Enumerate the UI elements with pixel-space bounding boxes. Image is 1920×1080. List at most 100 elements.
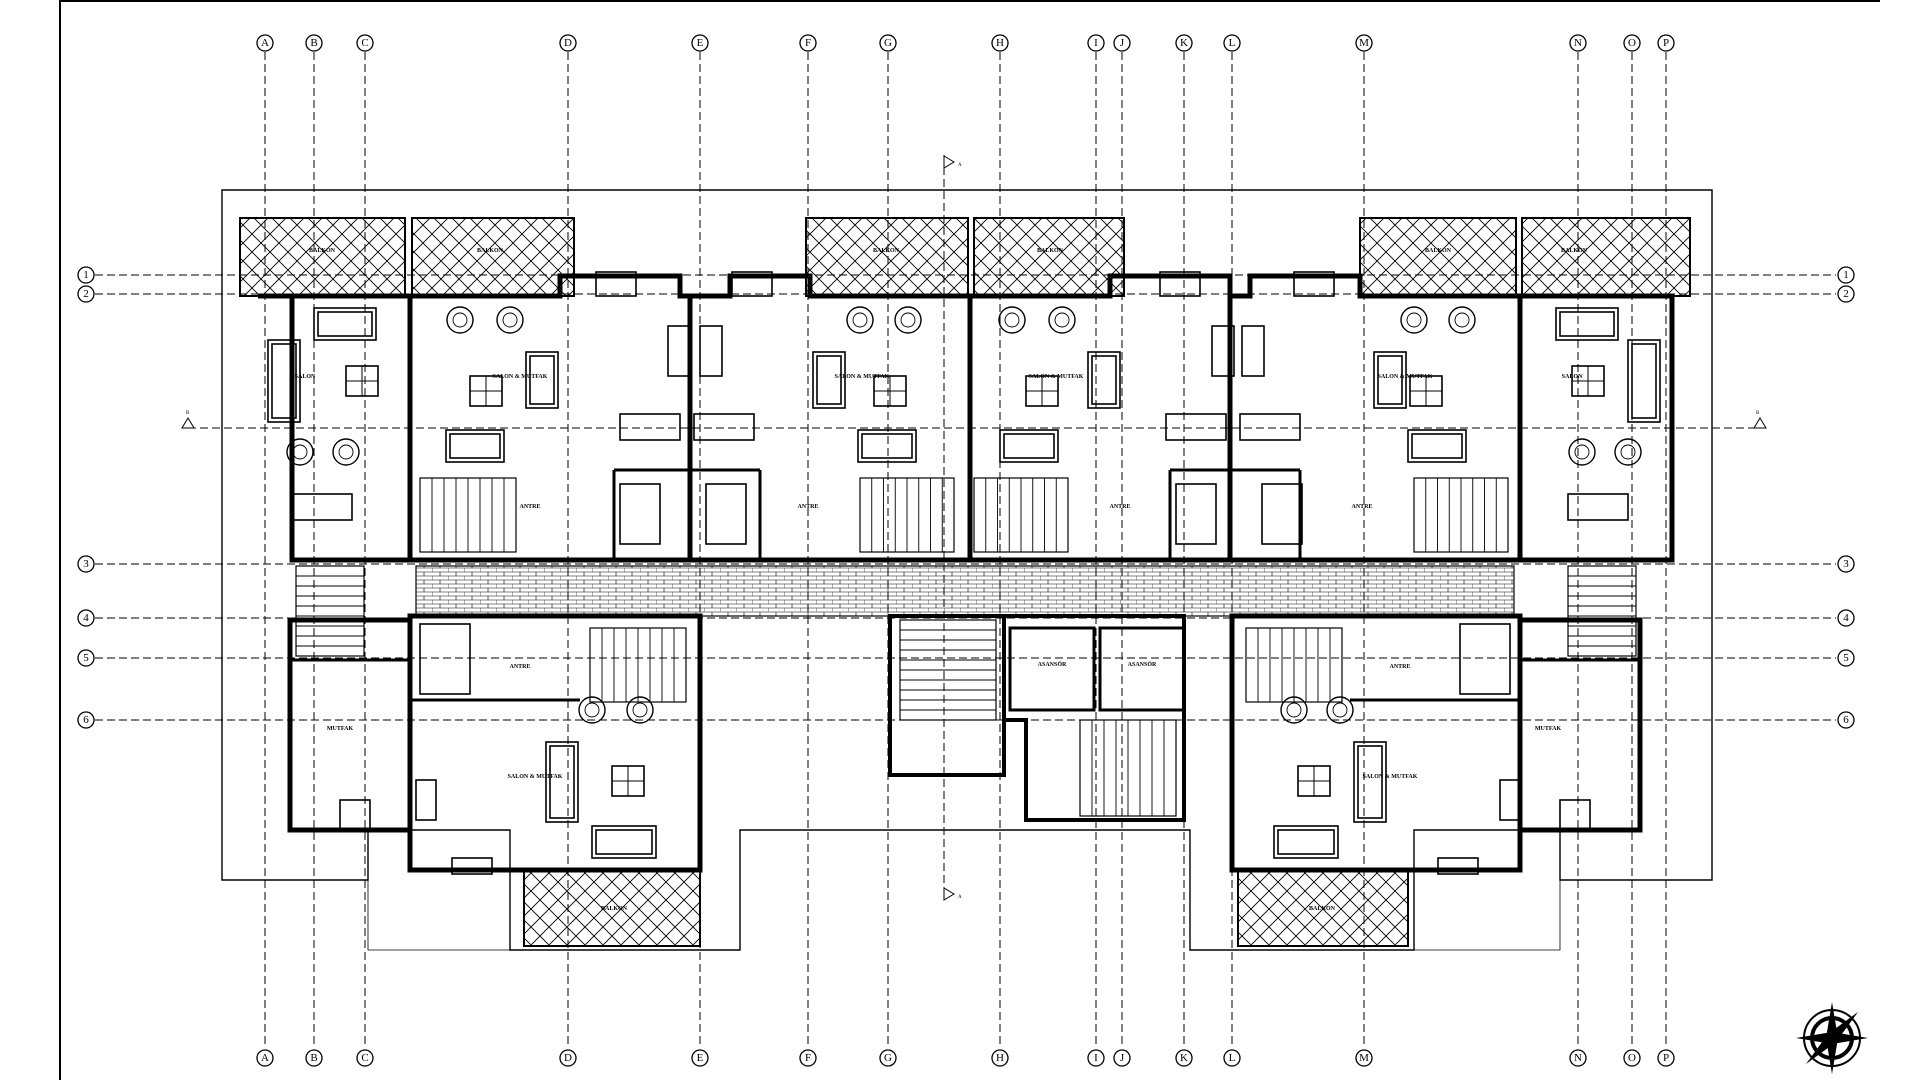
corridor (415, 565, 1515, 617)
grid-label-B: B (310, 37, 317, 49)
svg-text:SALON: SALON (1562, 374, 1583, 380)
balcony-top-1 (239, 217, 406, 297)
sheet-border (59, 0, 1880, 1080)
svg-text:BALKON: BALKON (1561, 248, 1588, 254)
svg-text:ANTRE: ANTRE (797, 504, 818, 510)
grid-bubble-K (1175, 1049, 1193, 1067)
grid-bubble-5 (1837, 649, 1855, 667)
sofa-cushion (1003, 433, 1055, 459)
grid-bubble-F (799, 1049, 817, 1067)
grid-label-J: J (1120, 37, 1125, 49)
grid-bubble-3 (1837, 555, 1855, 573)
sofa-cushion (861, 433, 913, 459)
grid-bubble-A (256, 1049, 274, 1067)
sofa (1555, 307, 1619, 341)
kitchen-counter (1159, 271, 1201, 297)
sofa-cushion (529, 355, 555, 405)
grid-label-G: G (884, 1052, 892, 1064)
svg-text:ANTRE: ANTRE (1351, 504, 1372, 510)
sofa-cushion (317, 311, 373, 337)
grid-bubble-6 (77, 711, 95, 729)
grid-bubble-B (305, 1049, 323, 1067)
armchair (1400, 306, 1428, 334)
grid-label-L: L (1229, 37, 1236, 49)
balcony-top-6 (1521, 217, 1691, 297)
armchair (578, 696, 606, 724)
svg-text:SALON & MUTFAK: SALON & MUTFAK (508, 774, 563, 780)
room-labels: SALON SALON & MUTFAK SALON & MUTFAK SALO… (295, 374, 1583, 780)
grid-bubble-B (305, 34, 323, 52)
grid-label-5: 5 (1843, 652, 1849, 664)
sofa-cushion (1631, 343, 1657, 419)
kitchen-counter (731, 271, 773, 297)
grid-bubble-H (991, 34, 1009, 52)
sofa (545, 741, 579, 823)
svg-text:BALKON: BALKON (1309, 906, 1336, 912)
armchair (1048, 306, 1076, 334)
section-markers: A A B B (181, 155, 1767, 901)
grid-label-P: P (1663, 1052, 1669, 1064)
svg-text:SALON & MUTFAK: SALON & MUTFAK (1363, 774, 1418, 780)
svg-text:SALON & MUTFAK: SALON & MUTFAK (1029, 374, 1084, 380)
svg-text:ANTRE: ANTRE (519, 504, 540, 510)
grid-label-I: I (1094, 1052, 1098, 1064)
grid-label-B: B (310, 1052, 317, 1064)
armchair (332, 438, 360, 466)
elevator-1 (1008, 626, 1096, 712)
grid-bubble-1 (77, 266, 95, 284)
grid-bubble-E (691, 1049, 709, 1067)
armchair (446, 306, 474, 334)
svg-text:MUTFAK: MUTFAK (327, 726, 354, 732)
sofa-cushion (271, 343, 297, 419)
grid-bubble-N (1569, 34, 1587, 52)
svg-text:BALKON: BALKON (601, 906, 628, 912)
grid-label-F: F (805, 37, 811, 49)
grid-bubble-C (356, 34, 374, 52)
grid-label-N: N (1574, 1052, 1582, 1064)
sofa (525, 351, 559, 409)
kitchen-counter (415, 779, 437, 821)
kitchen-counter (1293, 271, 1335, 297)
grid-label-P: P (1663, 37, 1669, 49)
grid-label-E: E (697, 1052, 704, 1064)
grid-bubble-J (1113, 1049, 1131, 1067)
svg-text:MUTFAK: MUTFAK (1535, 726, 1562, 732)
grid-bubble-E (691, 34, 709, 52)
grid-label-K: K (1180, 37, 1188, 49)
grid-label-F: F (805, 1052, 811, 1064)
balcony-bottom-1 (523, 869, 701, 947)
svg-text:ANTRE: ANTRE (509, 664, 530, 670)
sofa-cushion (1559, 311, 1615, 337)
bathroom (1261, 483, 1303, 545)
grid-label-M: M (1359, 37, 1369, 49)
grid-bubble-H (991, 1049, 1009, 1067)
svg-text:BALKON: BALKON (477, 248, 504, 254)
stair-flight (899, 619, 997, 721)
grid-label-4: 4 (83, 612, 89, 624)
svg-text:SALON & MUTFAK: SALON & MUTFAK (835, 374, 890, 380)
grid-bubble-C (356, 1049, 374, 1067)
grid-bubble-2 (77, 285, 95, 303)
grid-bubble-4 (77, 609, 95, 627)
kitchen-counter (667, 325, 691, 377)
grid-bubble-D (559, 34, 577, 52)
grid-label-C: C (361, 1052, 368, 1064)
grid-label-L: L (1229, 1052, 1236, 1064)
grid-bubble-O (1623, 1049, 1641, 1067)
stair-flight (1413, 477, 1509, 553)
svg-text:A: A (958, 163, 962, 168)
svg-text:ASANSÖR: ASANSÖR (1038, 661, 1067, 668)
sofa (313, 307, 377, 341)
grid-label-1: 1 (1843, 269, 1849, 281)
bathroom (1459, 623, 1511, 695)
furniture (267, 271, 1661, 875)
kitchen-counter (699, 325, 723, 377)
sofa-cushion (549, 745, 575, 819)
grid-label-6: 6 (83, 714, 89, 726)
grid-bubble-G (879, 1049, 897, 1067)
kitchen-counter (1499, 779, 1521, 821)
sofa (999, 429, 1059, 463)
balcony-top-2 (411, 217, 575, 297)
svg-text:B: B (186, 411, 190, 416)
